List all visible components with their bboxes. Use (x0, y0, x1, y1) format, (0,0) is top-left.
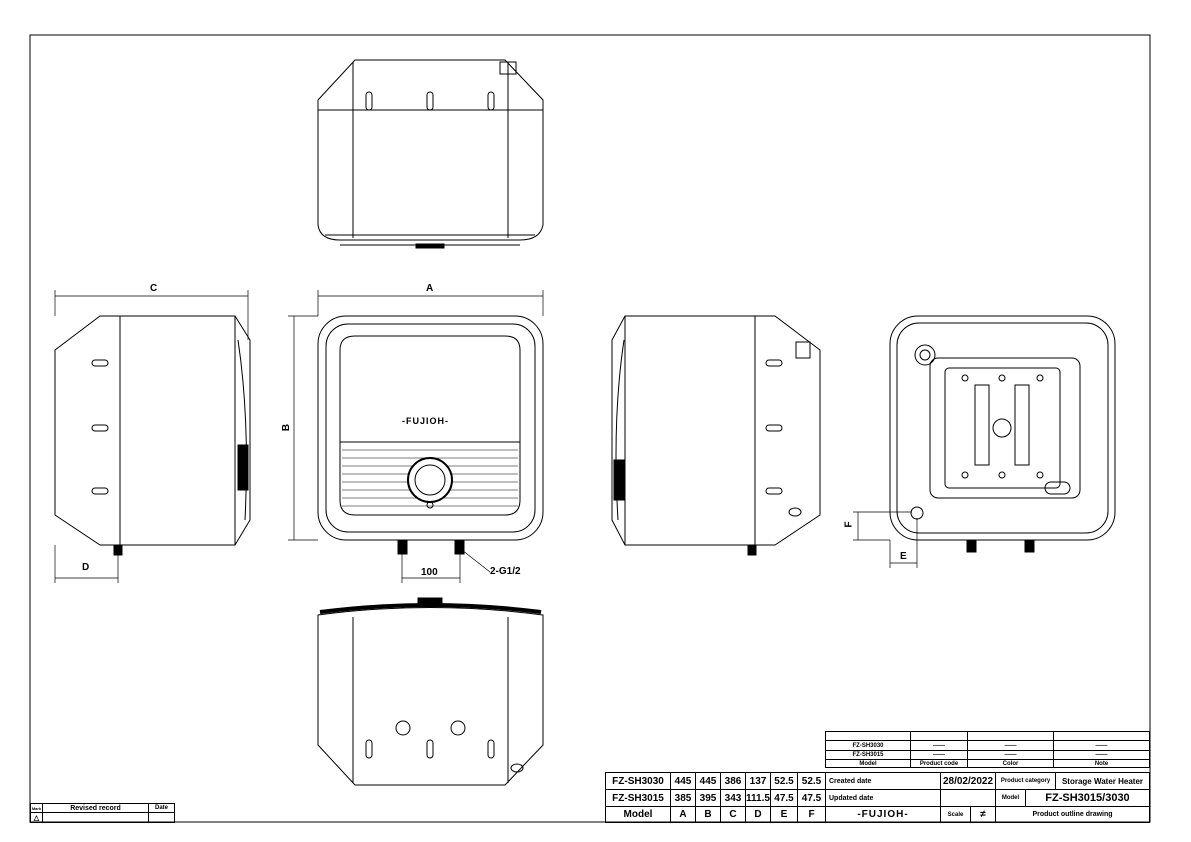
left-side-view (54, 315, 251, 556)
revision-date-cell (148, 812, 175, 823)
table-cell: 343 (720, 789, 746, 807)
updated-date (940, 789, 996, 807)
drawing-title: Product outline drawing (995, 806, 1150, 823)
dim-label-spacing: 100 (421, 567, 438, 578)
brand-logo-front: -FUJIOH- (402, 416, 449, 426)
created-date: 28/02/2022 (940, 772, 996, 790)
table-cell: 137 (745, 772, 771, 790)
top-view (317, 59, 544, 249)
dim-label-f: F (843, 521, 855, 528)
dim-label-e: E (900, 551, 907, 562)
company-logo: -FUJIOH- (825, 806, 941, 823)
drawing-border (29, 34, 1151, 823)
header-note: Note (1053, 759, 1150, 768)
dim-label-c: C (150, 283, 158, 294)
table-header: E (770, 806, 798, 823)
rear-view (889, 315, 1116, 553)
front-view (317, 315, 544, 555)
table-cell: 445 (670, 772, 696, 790)
table-cell: 445 (695, 772, 721, 790)
table-header: A (670, 806, 696, 823)
table-header: D (745, 806, 771, 823)
right-side-view (611, 315, 821, 556)
scale-label: Scale (940, 806, 971, 823)
table-cell: FZ-SH3030 (605, 772, 671, 790)
dim-label-b: B (281, 423, 293, 432)
table-header: F (797, 806, 826, 823)
table-cell: 52.5 (770, 772, 798, 790)
header-color: Color (967, 759, 1054, 768)
model-value: FZ-SH3015/3030 (1025, 789, 1150, 807)
table-cell: 386 (720, 772, 746, 790)
header-model: Model (825, 759, 911, 768)
product-category-label: Product category (995, 772, 1056, 790)
table-header: B (695, 806, 721, 823)
dimension-lines (54, 290, 918, 583)
table-cell: 385 (670, 789, 696, 807)
product-category: Storage Water Heater (1055, 772, 1150, 790)
table-cell: 111.5 (745, 789, 771, 807)
dim-label-a: A (426, 283, 434, 294)
table-header: C (720, 806, 746, 823)
dim-label-d: D (82, 562, 90, 573)
revised-record-cell (42, 812, 149, 823)
table-cell: 395 (695, 789, 721, 807)
table-cell: 47.5 (770, 789, 798, 807)
updated-date-label: Updated date (825, 789, 941, 807)
bottom-view (317, 597, 544, 786)
dim-label-thread: 2-G1/2 (490, 566, 521, 577)
scale-value: ≠ (970, 806, 996, 823)
table-header: Model (605, 806, 671, 823)
table-cell: 52.5 (797, 772, 826, 790)
table-cell: FZ-SH3015 (605, 789, 671, 807)
created-date-label: Created date (825, 772, 941, 790)
table-cell: 47.5 (797, 789, 826, 807)
model-label: Model (995, 789, 1026, 807)
header-product-code: Product code (910, 759, 968, 768)
